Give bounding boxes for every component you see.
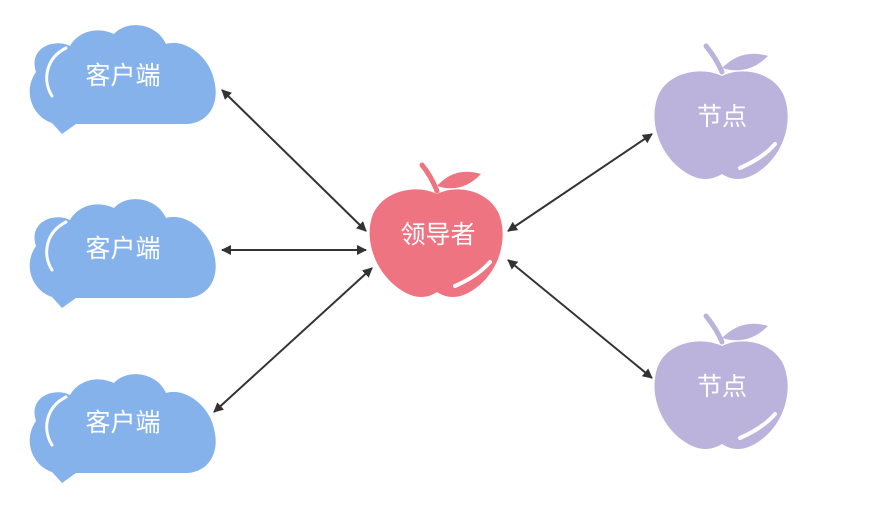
follower-label: 节点: [697, 102, 747, 131]
edge-leader-follower-1: [507, 133, 653, 232]
cloud-highlight: [45, 395, 68, 447]
follower-label: 节点: [697, 372, 747, 401]
edge-client-3-leader: [213, 267, 373, 413]
client-node-1: 客户端: [29, 25, 216, 135]
apple-stem: [419, 162, 440, 194]
apple-leaf: [722, 53, 768, 71]
apple-stem: [703, 43, 725, 75]
client-node-3: 客户端: [29, 374, 216, 483]
apple-leaf: [437, 171, 481, 189]
apple-icon: [654, 71, 788, 179]
client-label: 客户端: [85, 408, 160, 437]
client-node-2: 客户端: [29, 199, 216, 308]
apple-icon: [654, 341, 788, 449]
speech-cloud-icon: [29, 374, 216, 483]
apple-highlight: [453, 260, 492, 288]
leader-node: 领导者: [369, 162, 503, 297]
leader-label: 领导者: [400, 220, 475, 249]
edge-client-1-leader: [221, 89, 367, 232]
client-label: 客户端: [85, 234, 160, 263]
cloud-highlight: [45, 220, 68, 272]
apple-icon: [369, 189, 503, 297]
speech-cloud-icon: [29, 25, 216, 135]
follower-node-1: 节点: [654, 43, 788, 179]
client-label: 客户端: [85, 61, 160, 90]
apple-highlight: [738, 142, 777, 170]
apple-stem: [703, 313, 725, 345]
edge-leader-follower-2: [507, 259, 653, 379]
cloud-highlight: [45, 46, 68, 98]
apple-highlight: [738, 412, 777, 440]
apple-leaf: [722, 323, 768, 341]
speech-cloud-icon: [29, 199, 216, 308]
follower-node-2: 节点: [654, 313, 788, 449]
edges: [213, 89, 653, 413]
